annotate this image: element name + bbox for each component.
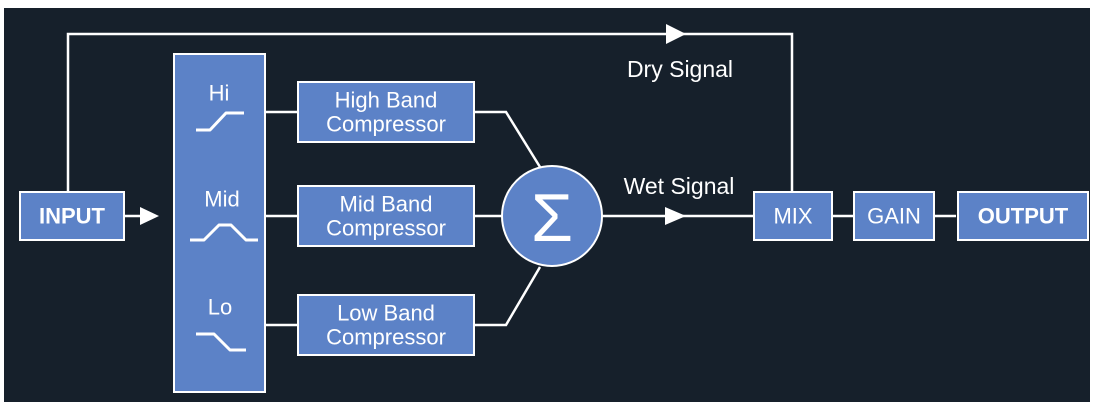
high-band-compressor-block	[297, 81, 475, 143]
high-compressor-to-sum-wire	[475, 110, 542, 168]
input-block	[19, 191, 125, 241]
hi-label: Hi	[209, 81, 230, 106]
low-band-compressor-label-line1: Low Band	[337, 301, 435, 326]
mid-band-compressor-block	[297, 185, 475, 247]
sum-symbol: Σ	[531, 180, 573, 256]
input-label: INPUT	[39, 204, 106, 229]
lowpass-curve-icon	[196, 332, 246, 352]
dry-signal-label: Dry Signal	[627, 56, 733, 82]
dry-signal-arrow-icon	[666, 24, 686, 44]
gain-block	[853, 191, 935, 241]
mid-band-compressor-label-line1: Mid Band	[340, 192, 433, 217]
high-band-compressor-label-line2: Compressor	[326, 112, 446, 137]
highpass-curve-icon	[196, 111, 244, 132]
wet-signal-arrow-icon	[665, 207, 686, 225]
high-band-compressor-label-line1: High Band	[335, 88, 438, 113]
wet-signal-label: Wet Signal	[624, 173, 735, 199]
dry-signal-wire	[66, 32, 794, 192]
output-block	[957, 191, 1089, 241]
mid-band-compressor-label-line2: Compressor	[326, 216, 446, 241]
mix-block	[753, 191, 833, 241]
low-band-compressor-label-line2: Compressor	[326, 325, 446, 350]
bandpass-curve-icon	[190, 223, 258, 242]
input-arrow-icon	[140, 207, 159, 225]
low-compressor-to-sum-wire	[475, 266, 542, 327]
lo-label: Lo	[208, 295, 232, 320]
low-band-compressor-block	[297, 294, 475, 356]
filter-bank-block	[173, 53, 266, 393]
output-label: OUTPUT	[978, 204, 1069, 229]
signal-wires	[66, 32, 956, 327]
mid-label: Mid	[204, 187, 239, 212]
sum-icon	[501, 165, 603, 267]
mix-label: MIX	[773, 204, 812, 229]
gain-label: GAIN	[867, 204, 921, 229]
